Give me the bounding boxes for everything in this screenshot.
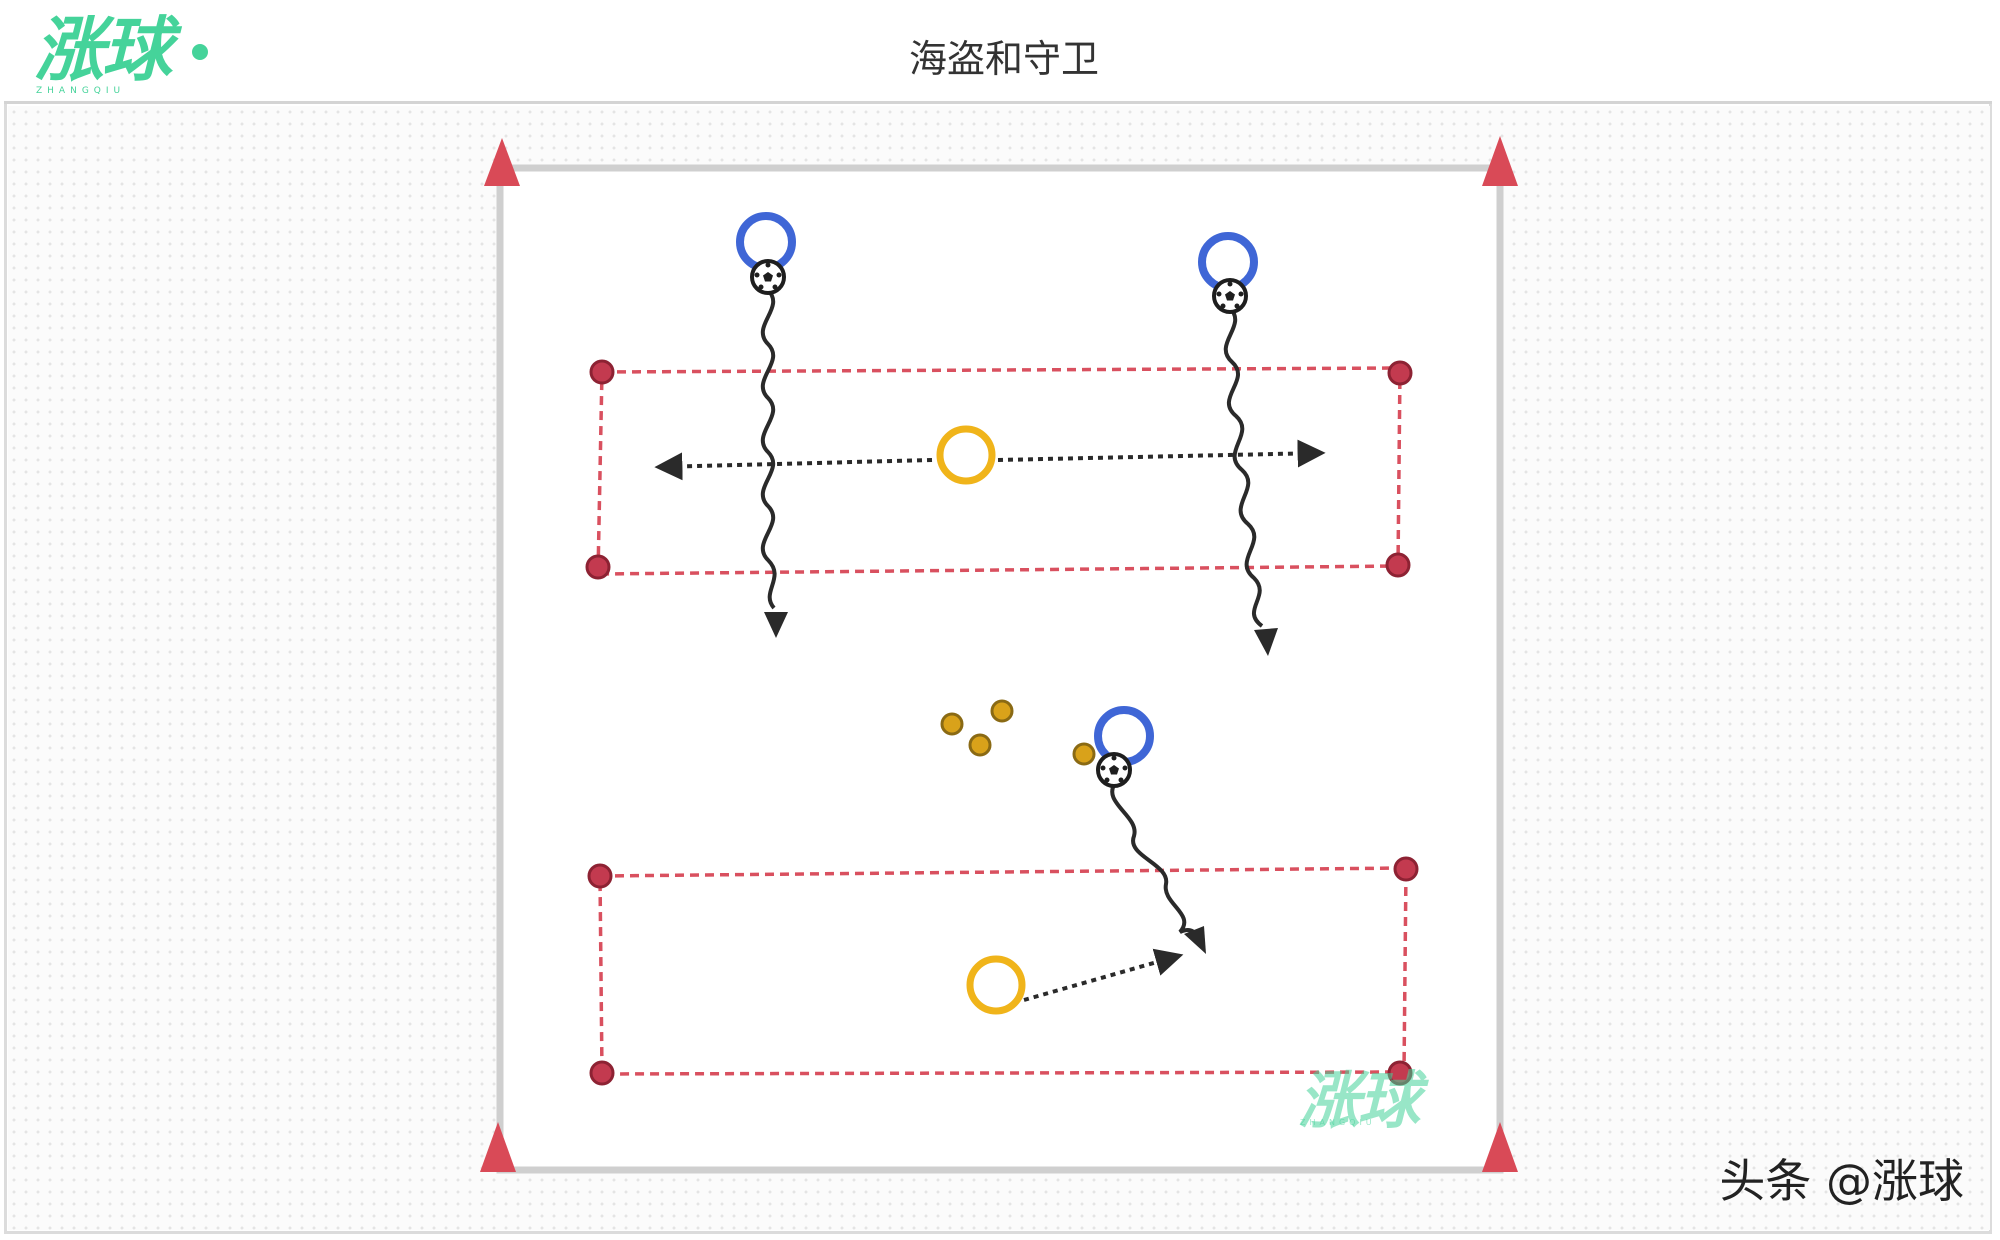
corner-cone-bottom-left-icon xyxy=(480,1122,516,1172)
zone-marker-icon xyxy=(589,1060,615,1086)
dribble-path-bottom xyxy=(1110,780,1198,938)
logo-ball-icon xyxy=(190,42,210,62)
zone-marker-icon xyxy=(585,554,611,580)
pitch-area xyxy=(496,164,1504,1174)
spare-ball-icon xyxy=(990,699,1014,723)
zone-marker-icon xyxy=(587,863,613,889)
guard-move-right-arrow xyxy=(997,439,1326,468)
spare-ball-icon xyxy=(1072,742,1096,766)
dribble-arrowhead-bottom xyxy=(1184,926,1206,954)
soccer-ball-icon xyxy=(1096,752,1132,788)
source-credit: 头条 @涨球 xyxy=(1719,1154,1964,1208)
soccer-ball-icon xyxy=(750,259,786,295)
brand-logo-subtitle: ZHANGQIU xyxy=(36,86,126,96)
dribble-path-right xyxy=(1223,306,1264,628)
zone-marker-icon xyxy=(1387,360,1413,386)
dribble-path-left xyxy=(760,288,777,610)
header-bar: 涨球 ZHANGQIU 海盗和守卫 xyxy=(4,4,1992,104)
zone-marker-icon xyxy=(1385,552,1411,578)
zone-marker-icon xyxy=(1393,856,1419,882)
watermark-logo: 涨球 xyxy=(1298,1064,1420,1137)
guard-run-arrow xyxy=(1023,948,1184,1002)
dribble-arrowhead-right xyxy=(1254,628,1278,656)
brand-logo: 涨球 xyxy=(34,9,172,91)
zone-marker-icon xyxy=(1387,1060,1413,1086)
soccer-ball-icon xyxy=(1212,278,1248,314)
corner-cone-bottom-right-icon xyxy=(1482,1122,1518,1172)
corner-cone-top-left-icon xyxy=(484,138,520,186)
dribble-arrowhead-left xyxy=(764,612,788,638)
corner-cone-top-right-icon xyxy=(1482,136,1518,186)
spare-ball-icon xyxy=(968,733,992,757)
watermark-logo-subtitle: ZHANGQIU xyxy=(1300,1118,1376,1127)
spare-ball-icon xyxy=(940,712,964,736)
guard-upper-icon xyxy=(936,425,996,485)
guard-lower-icon xyxy=(966,955,1026,1015)
page-title: 海盗和守卫 xyxy=(908,37,1099,81)
zone-marker-icon xyxy=(589,359,615,385)
